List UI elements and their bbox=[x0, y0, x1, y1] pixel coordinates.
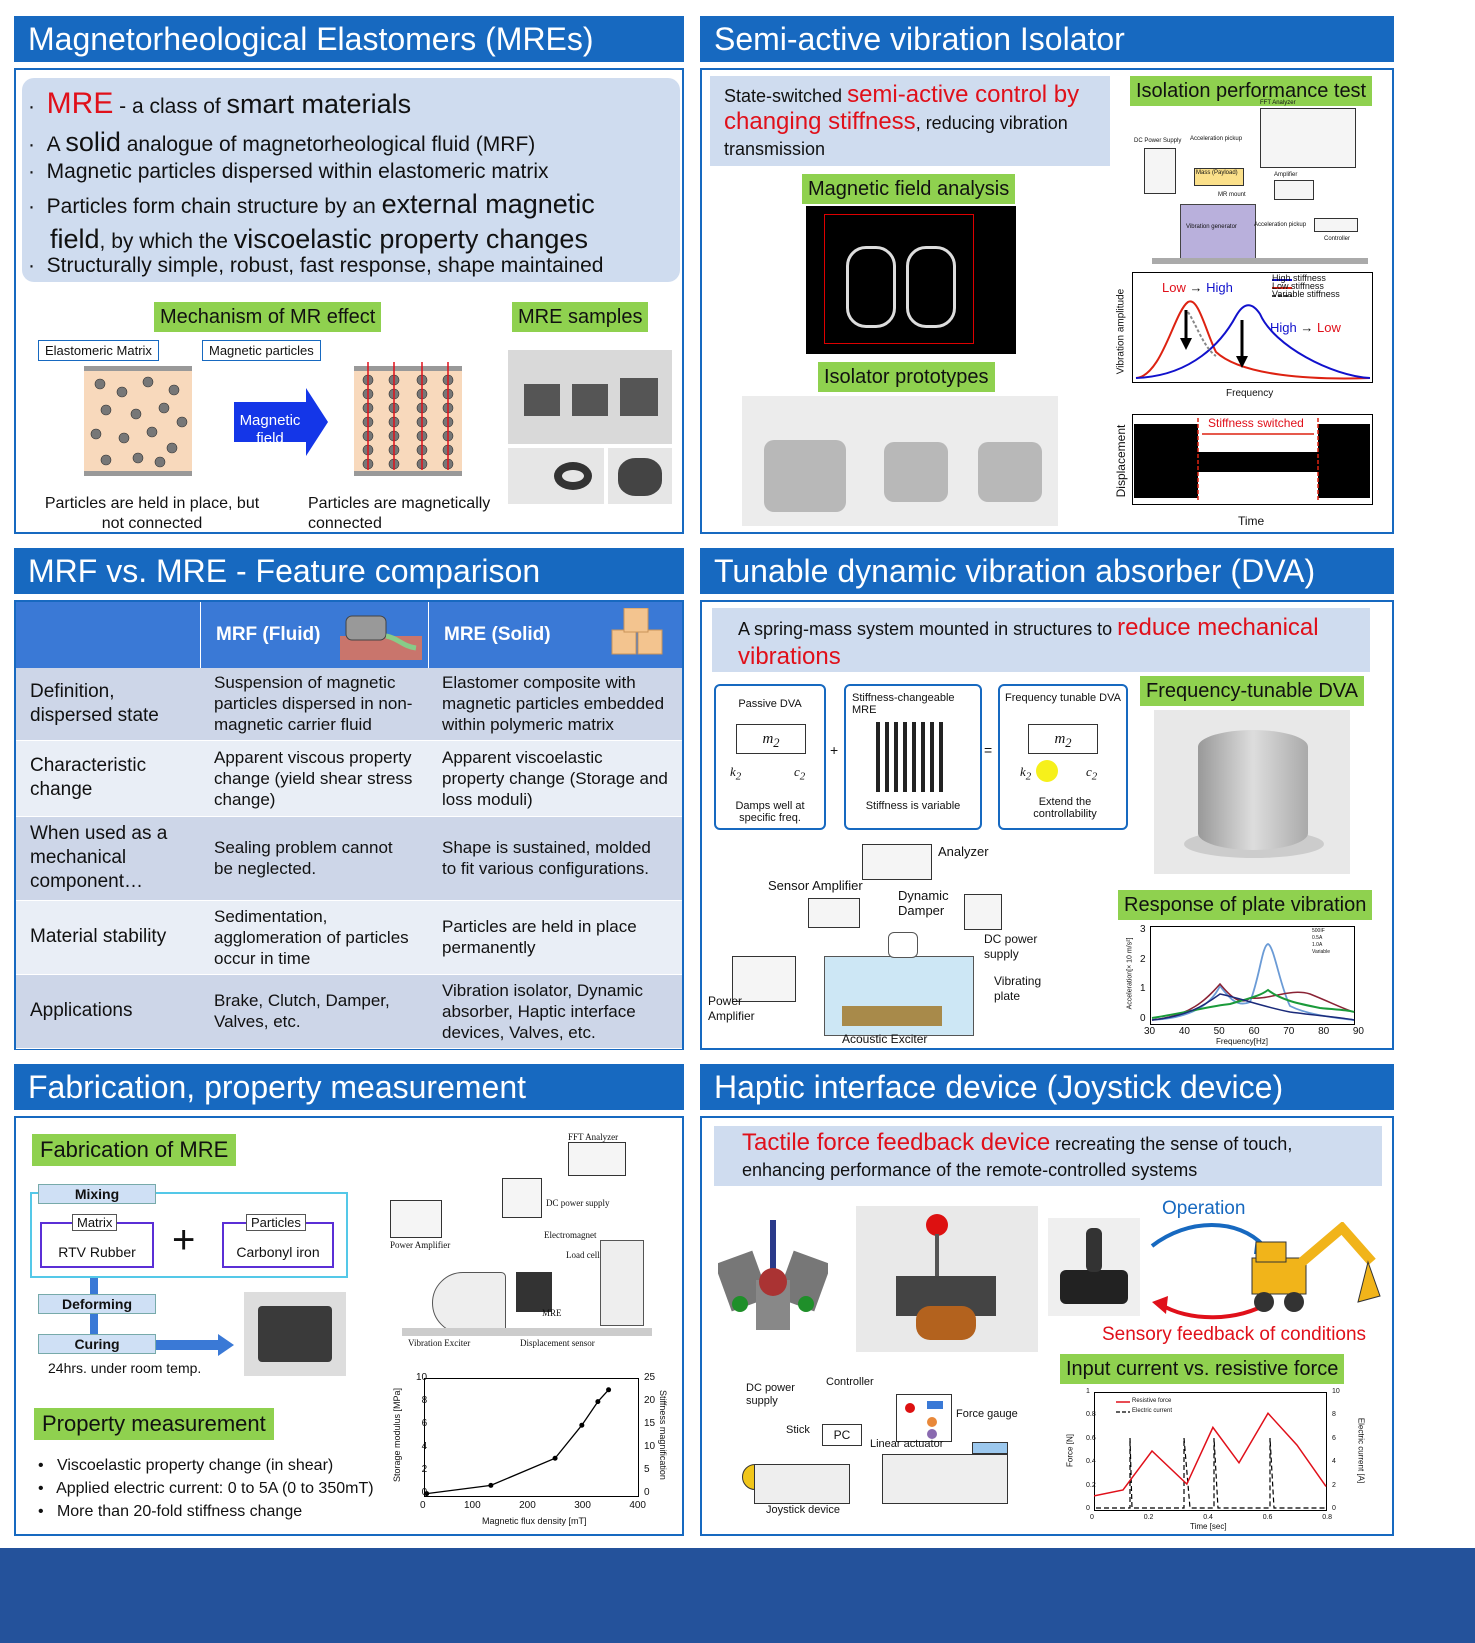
mr-joystick-model bbox=[718, 1220, 828, 1330]
fab-label: Fabrication of MRE bbox=[32, 1134, 237, 1166]
field-label: Magnetic field analysis bbox=[802, 174, 1016, 204]
col-mre-solid: MRE (Solid) bbox=[444, 624, 551, 645]
frequency-tunable-dva-photo bbox=[1154, 710, 1350, 874]
particles-box: Particles Carbonyl iron bbox=[222, 1214, 334, 1268]
mre-samples-photo-rings bbox=[508, 448, 604, 504]
operation-label: Operation bbox=[1162, 1198, 1246, 1219]
mre-samples-photo-cubes bbox=[508, 350, 672, 444]
joystick-prototype-photo bbox=[856, 1206, 1038, 1352]
deforming-step: Deforming bbox=[38, 1294, 156, 1314]
ftd-label: Frequency-tunable DVA bbox=[1140, 676, 1364, 706]
caption-left: Particles are held in place, but not con… bbox=[44, 495, 260, 532]
mre-bullet-5: · Structurally simple, robust, fast resp… bbox=[28, 254, 604, 277]
footer-bar bbox=[0, 1548, 1475, 1643]
perf-label: Isolation performance test bbox=[1130, 76, 1373, 106]
modulus-point bbox=[606, 1387, 612, 1393]
fab-header: Fabrication, property measurement bbox=[14, 1064, 684, 1110]
hap-header: Haptic interface device (Joystick device… bbox=[700, 1064, 1394, 1110]
io-label: Input current vs. resistive force bbox=[1060, 1354, 1345, 1384]
isolator-prototypes-photo bbox=[742, 396, 1058, 526]
mre-header: Magnetorheological Elastomers (MREs) bbox=[14, 16, 684, 62]
field-analysis-image bbox=[806, 206, 1016, 354]
mixing-step: Mixing bbox=[38, 1184, 156, 1204]
modulus-point bbox=[552, 1455, 558, 1461]
cmp-panel: MRF (Fluid) MRE (Solid) Definition, disp… bbox=[14, 600, 684, 1050]
stiffness-mre-box: Stiffness-changeable MRE Stiffness is va… bbox=[844, 684, 982, 830]
curing-step: Curing bbox=[38, 1334, 156, 1354]
dva-desc: A spring-mass system mounted in structur… bbox=[712, 608, 1370, 672]
joystick-test-diagram: PC DC power supply Controller Stick Forc… bbox=[722, 1368, 1052, 1532]
fluid-barrel-icon bbox=[340, 615, 422, 660]
mre-bullet-4: · Particles form chain structure by an e… bbox=[28, 189, 595, 254]
solid-cubes-icon bbox=[611, 608, 663, 655]
mre-bullet-1: · MRE - a class of smart materials bbox=[28, 87, 412, 120]
hap-desc: Tactile force feedback device recreating… bbox=[714, 1126, 1382, 1186]
mixing-group bbox=[30, 1192, 348, 1278]
dva-header: Tunable dynamic vibration absorber (DVA) bbox=[700, 548, 1394, 594]
modulus-point bbox=[595, 1399, 601, 1405]
prop-label: Property measurement bbox=[34, 1408, 274, 1440]
proto-label: Isolator prototypes bbox=[818, 362, 995, 392]
mre-panel: · MRE - a class of smart materials · A s… bbox=[14, 68, 684, 534]
samples-label: MRE samples bbox=[512, 302, 649, 332]
tunable-dva-box: Frequency tunable DVA m2 k2 c2 Extend th… bbox=[998, 684, 1128, 830]
mre-sheet-photo bbox=[244, 1292, 346, 1376]
displacement-time-plot: Stiffness switched Displacement Time bbox=[1106, 410, 1392, 530]
iso-desc: State-switched semi-active control by ch… bbox=[710, 76, 1110, 166]
col-mrf-fluid: MRF (Fluid) bbox=[216, 624, 321, 645]
resp-label: Response of plate vibration bbox=[1118, 890, 1373, 920]
commercial-joystick-photo bbox=[1048, 1218, 1140, 1316]
hap-panel: Tactile force feedback device recreating… bbox=[700, 1116, 1394, 1536]
cmp-header: MRF vs. MRE - Feature comparison bbox=[14, 548, 684, 594]
mech-label: Mechanism of MR effect bbox=[154, 302, 382, 332]
mre-bullet-3: · Magnetic particles dispersed within el… bbox=[28, 160, 549, 183]
passive-dva-box: Passive DVA m2 k2 c2 Damps well at speci… bbox=[714, 684, 826, 830]
iso-panel: State-switched semi-active control by ch… bbox=[700, 68, 1394, 534]
iso-header: Semi-active vibration Isolator bbox=[700, 16, 1394, 62]
mre-bullet-2: · A solid analogue of magnetorheological… bbox=[28, 127, 536, 157]
isolation-test-setup: FFT Analyzer DC Power Supply Acceleratio… bbox=[1134, 100, 1384, 268]
property-bullets: • Viscoelastic property change (in shear… bbox=[38, 1457, 374, 1520]
mre-samples-photo-disc bbox=[608, 448, 672, 504]
modulus-point bbox=[424, 1491, 430, 1497]
matrix-box: Matrix RTV Rubber bbox=[40, 1214, 154, 1268]
fab-panel: Fabrication of MRE Mixing Matrix RTV Rub… bbox=[14, 1116, 684, 1536]
particles-label: Magnetic particles bbox=[202, 340, 321, 361]
mre-bullets-bg bbox=[22, 78, 680, 282]
caption-right: Particles are magnetically connected bbox=[308, 495, 491, 532]
measurement-rig-diagram: FFT Analyzer DC power supply Power Ampli… bbox=[372, 1132, 672, 1352]
modulus-point bbox=[488, 1482, 494, 1488]
dva-experiment-setup: Analyzer Sensor Amplifier Dynamic Damper… bbox=[708, 844, 1042, 1046]
magnetic-field-arrow-label: Magnetic field bbox=[239, 412, 301, 447]
dva-panel: A spring-mass system mounted in structur… bbox=[700, 600, 1394, 1050]
matrix-label: Elastomeric Matrix bbox=[38, 340, 159, 361]
curing-note: 24hrs. under room temp. bbox=[48, 1360, 202, 1376]
excavator-icon bbox=[1251, 1222, 1381, 1312]
modulus-point bbox=[579, 1422, 585, 1428]
feedback-label: Sensory feedback of conditions bbox=[1102, 1324, 1367, 1345]
mr-mechanism-diagram bbox=[84, 362, 462, 476]
